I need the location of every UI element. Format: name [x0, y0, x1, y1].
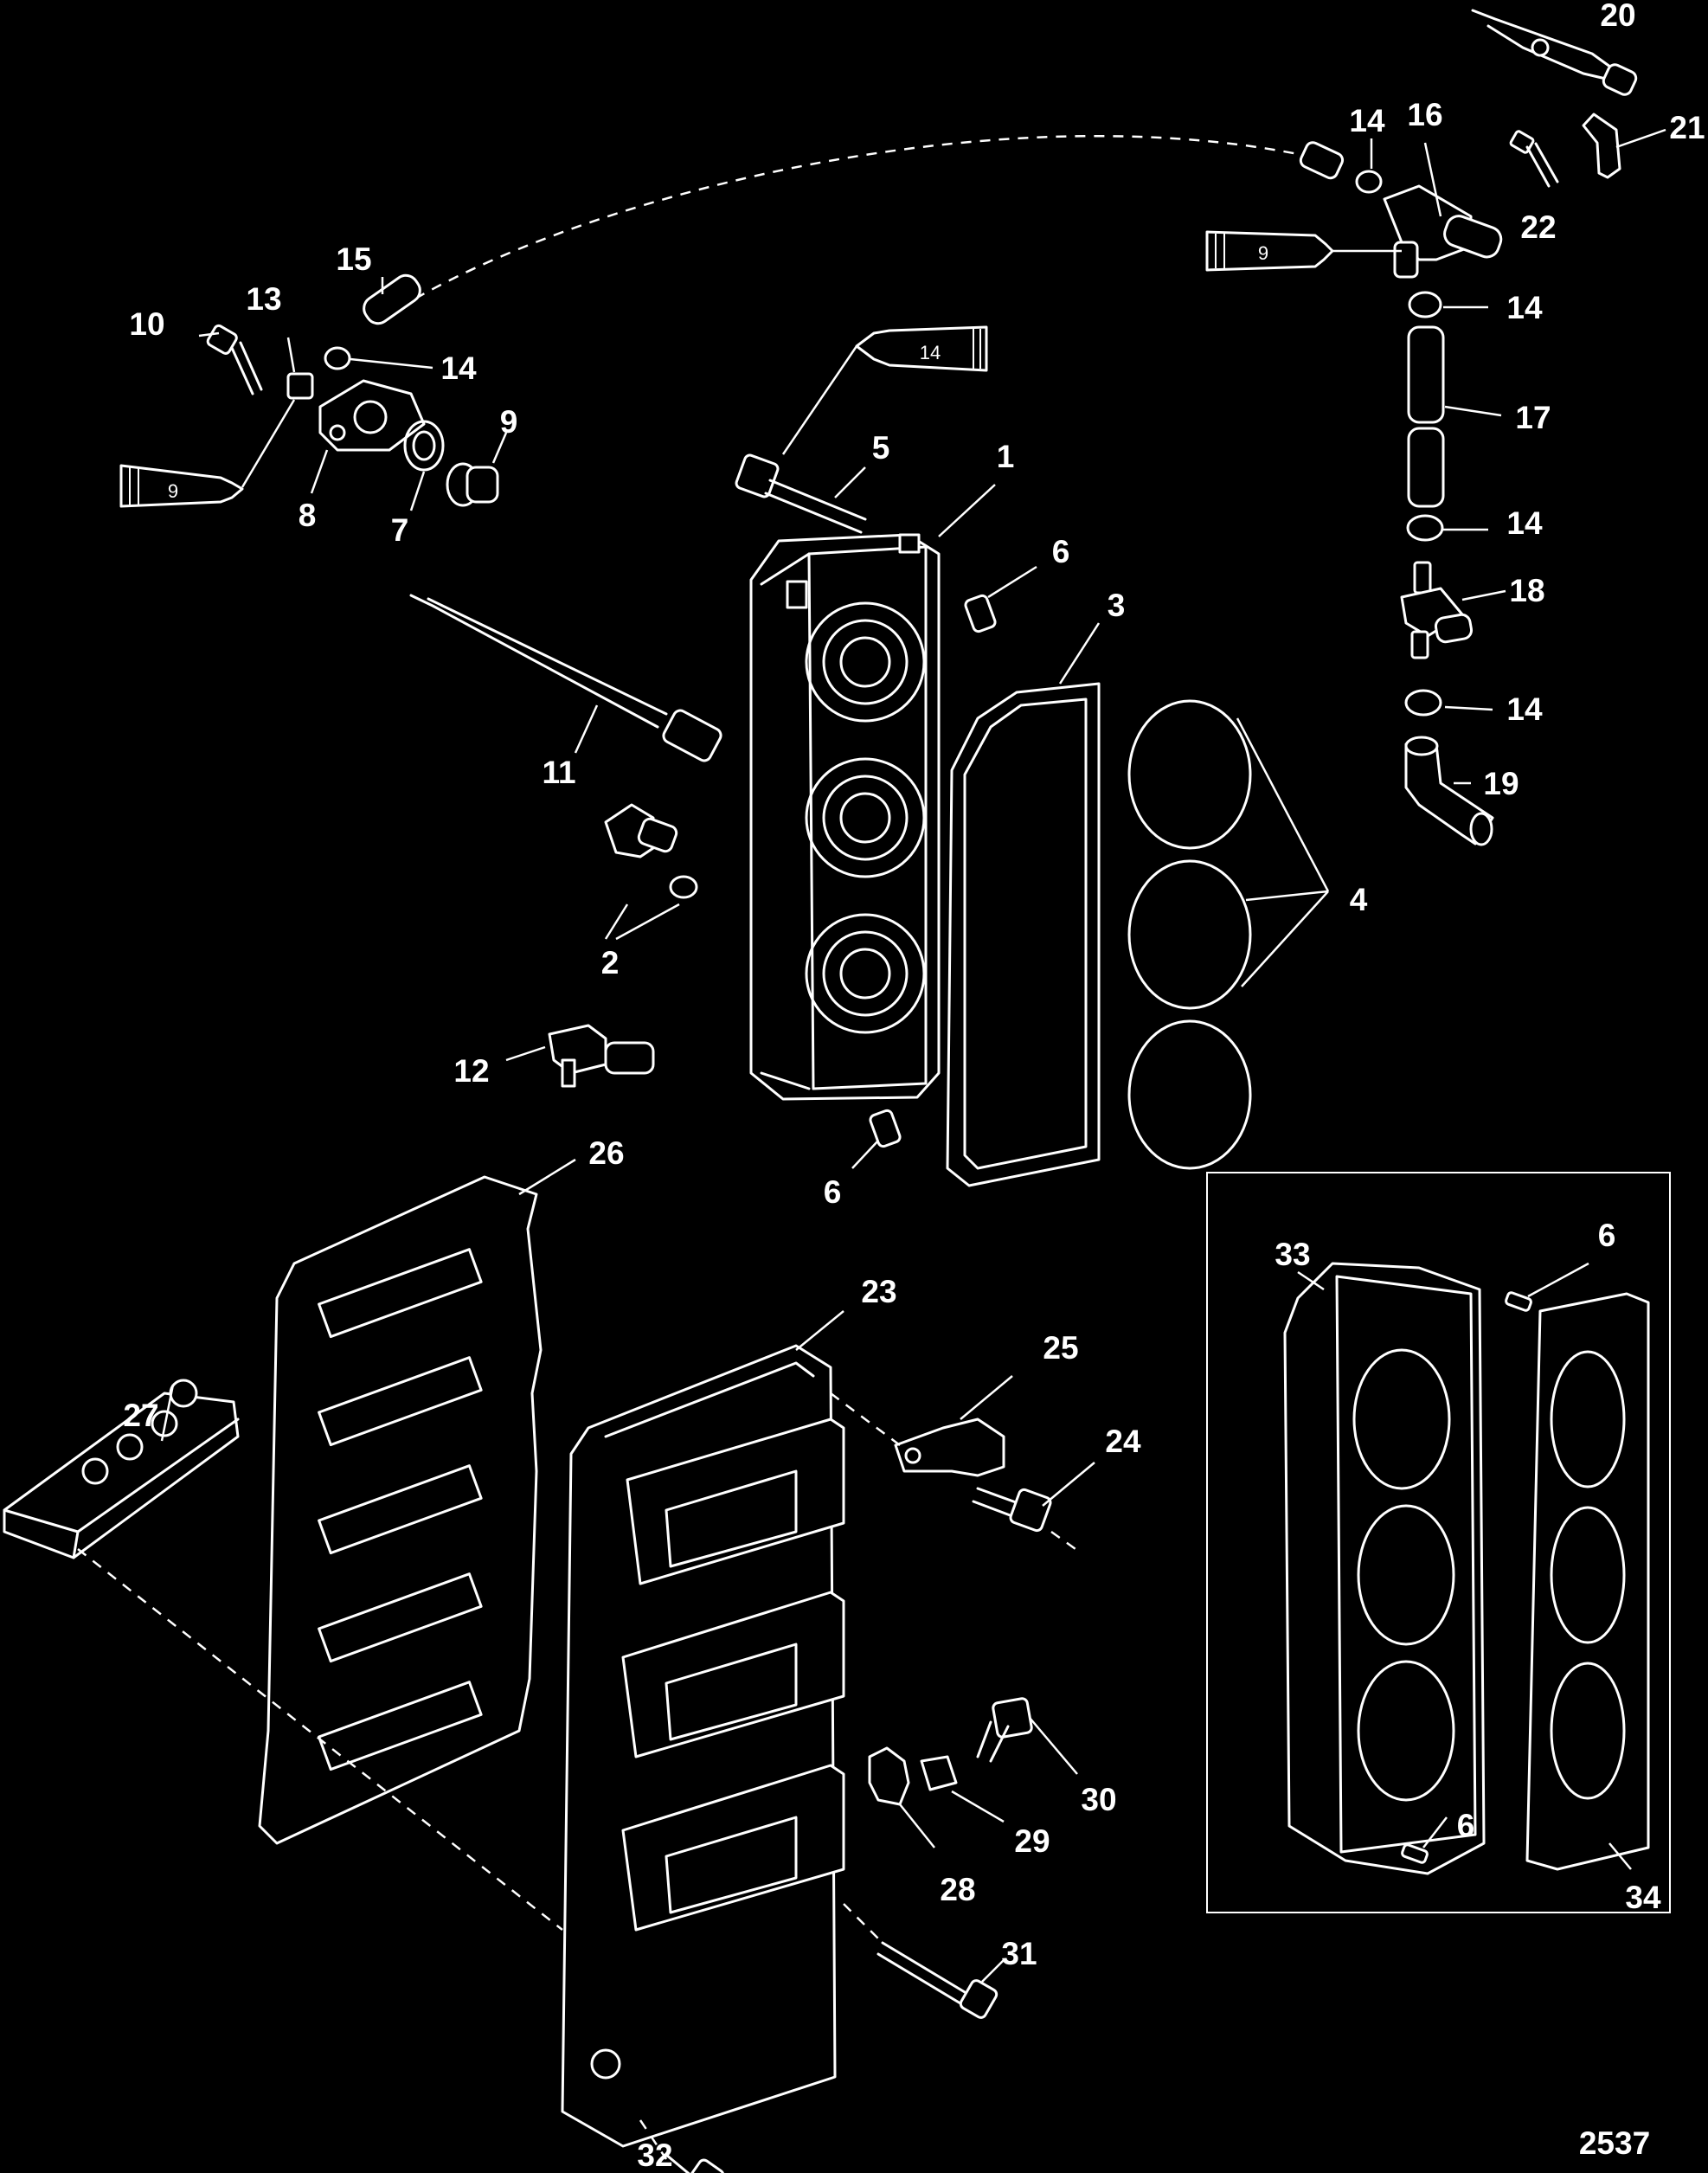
assembly-line-clamp [830, 1392, 901, 1446]
part-11-temperature-sender [409, 594, 722, 762]
callout-6-b: 6 [824, 1174, 842, 1210]
callout-14-d: 14 [1506, 691, 1543, 727]
part-1-cylinder-head [749, 484, 996, 1101]
callout-11: 11 [542, 755, 575, 790]
part-15-hose [363, 273, 421, 325]
callout-23: 23 [861, 1274, 896, 1309]
callout-14-a: 14 [1349, 103, 1385, 138]
figure-number: 2537 [1579, 2125, 1650, 2161]
assembly-line-screw-24 [1050, 1530, 1082, 1555]
part-5-bolt [735, 453, 867, 534]
callout-14-b: 14 [1506, 290, 1543, 325]
part-14-clamp-3 [1406, 514, 1488, 542]
part-3-gasket [946, 622, 1101, 1187]
part-20-wire-lead [1471, 9, 1638, 96]
part-16-tee-fitting [1383, 142, 1503, 279]
part-6-dowel-inset-upper [1505, 1262, 1589, 1312]
callout-14-c: 14 [1506, 505, 1543, 541]
callout-5: 5 [872, 430, 890, 466]
callout-27: 27 [123, 1398, 158, 1433]
callout-28: 28 [940, 1872, 975, 1907]
hose-routing-dashed-line [414, 134, 1299, 300]
part-14-clamp-4 [1404, 689, 1493, 717]
callout-4: 4 [1350, 882, 1368, 917]
callout-17: 17 [1515, 400, 1551, 435]
part-27-reed-block [3, 1379, 240, 1559]
callout-10: 10 [129, 306, 164, 342]
part-17-hose [1407, 325, 1502, 508]
callout-21: 21 [1669, 110, 1705, 145]
callout-2: 2 [601, 945, 620, 980]
part-19-elbow-hose [1404, 736, 1494, 846]
callout-25: 25 [1043, 1330, 1078, 1366]
part-7-seal [403, 420, 445, 511]
assembly-line-reed-block [77, 1548, 563, 1931]
part-21-clip [1582, 113, 1666, 179]
part-13-fitting [286, 337, 314, 400]
callout-7: 7 [391, 512, 409, 548]
callout-16: 16 [1407, 97, 1442, 132]
part-6-dowel-lower [851, 1109, 902, 1169]
part-2-fitting [604, 803, 698, 941]
tube-label-right: 9 [1258, 242, 1268, 264]
callout-15: 15 [336, 241, 371, 277]
callout-30: 30 [1081, 1782, 1116, 1817]
part-34-alternate-head-gasket [1525, 1292, 1650, 1871]
sealant-tube-left: 9 [119, 399, 296, 508]
part-24-screw [972, 1462, 1095, 1533]
part-12-sensor [505, 1024, 655, 1088]
part-4-o-rings [1127, 699, 1330, 1170]
part-14-clamp-2 [1408, 291, 1488, 318]
part-14-clamp-upper [1299, 138, 1383, 194]
part-22-screw [1509, 130, 1559, 188]
callout-34: 34 [1625, 1880, 1661, 1915]
sealant-tube-center: 14 [781, 325, 988, 455]
callout-31: 31 [1001, 1936, 1037, 1971]
tube-label-center: 14 [920, 342, 941, 363]
part-23-intake-manifold [561, 1310, 845, 2148]
callout-24: 24 [1105, 1424, 1141, 1459]
callout-6-a: 6 [1052, 534, 1070, 569]
part-28-clip [868, 1746, 935, 1848]
tube-label-left: 9 [168, 480, 178, 502]
callout-22: 22 [1520, 209, 1556, 245]
callout-1: 1 [997, 439, 1015, 474]
callout-6-c: 6 [1598, 1218, 1616, 1253]
part-29-washer [920, 1755, 1005, 1823]
part-14-clamp-left [324, 346, 433, 370]
callout-8: 8 [299, 498, 317, 533]
part-10-screw [198, 324, 263, 395]
callout-32: 32 [637, 2138, 672, 2173]
callout-14-e: 14 [440, 350, 477, 386]
part-9-thermostat [446, 432, 508, 507]
inset-frame [1206, 1172, 1671, 1913]
callout-20: 20 [1600, 0, 1635, 33]
part-6-dowel-inset-lower [1401, 1816, 1448, 1864]
callout-6-d: 6 [1457, 1808, 1475, 1843]
part-25-clamp [894, 1375, 1013, 1477]
callout-9: 9 [500, 404, 518, 440]
part-6-dowel-upper [964, 565, 1037, 633]
part-26-intake-gasket [258, 1158, 576, 1845]
part-18-tee-fitting [1400, 561, 1506, 659]
callout-3: 3 [1108, 588, 1126, 623]
callout-13: 13 [246, 281, 281, 317]
callout-26: 26 [588, 1135, 624, 1171]
callout-29: 29 [1014, 1823, 1050, 1859]
callout-33: 33 [1275, 1237, 1310, 1272]
part-30-screw [976, 1697, 1078, 1775]
part-33-alternate-cylinder-head [1283, 1262, 1486, 1875]
callout-18: 18 [1509, 573, 1544, 608]
sealant-tube-right: 9 [1205, 230, 1402, 272]
part-31-long-screw [843, 1903, 1005, 2019]
callout-19: 19 [1483, 766, 1519, 801]
callout-12: 12 [453, 1053, 489, 1089]
